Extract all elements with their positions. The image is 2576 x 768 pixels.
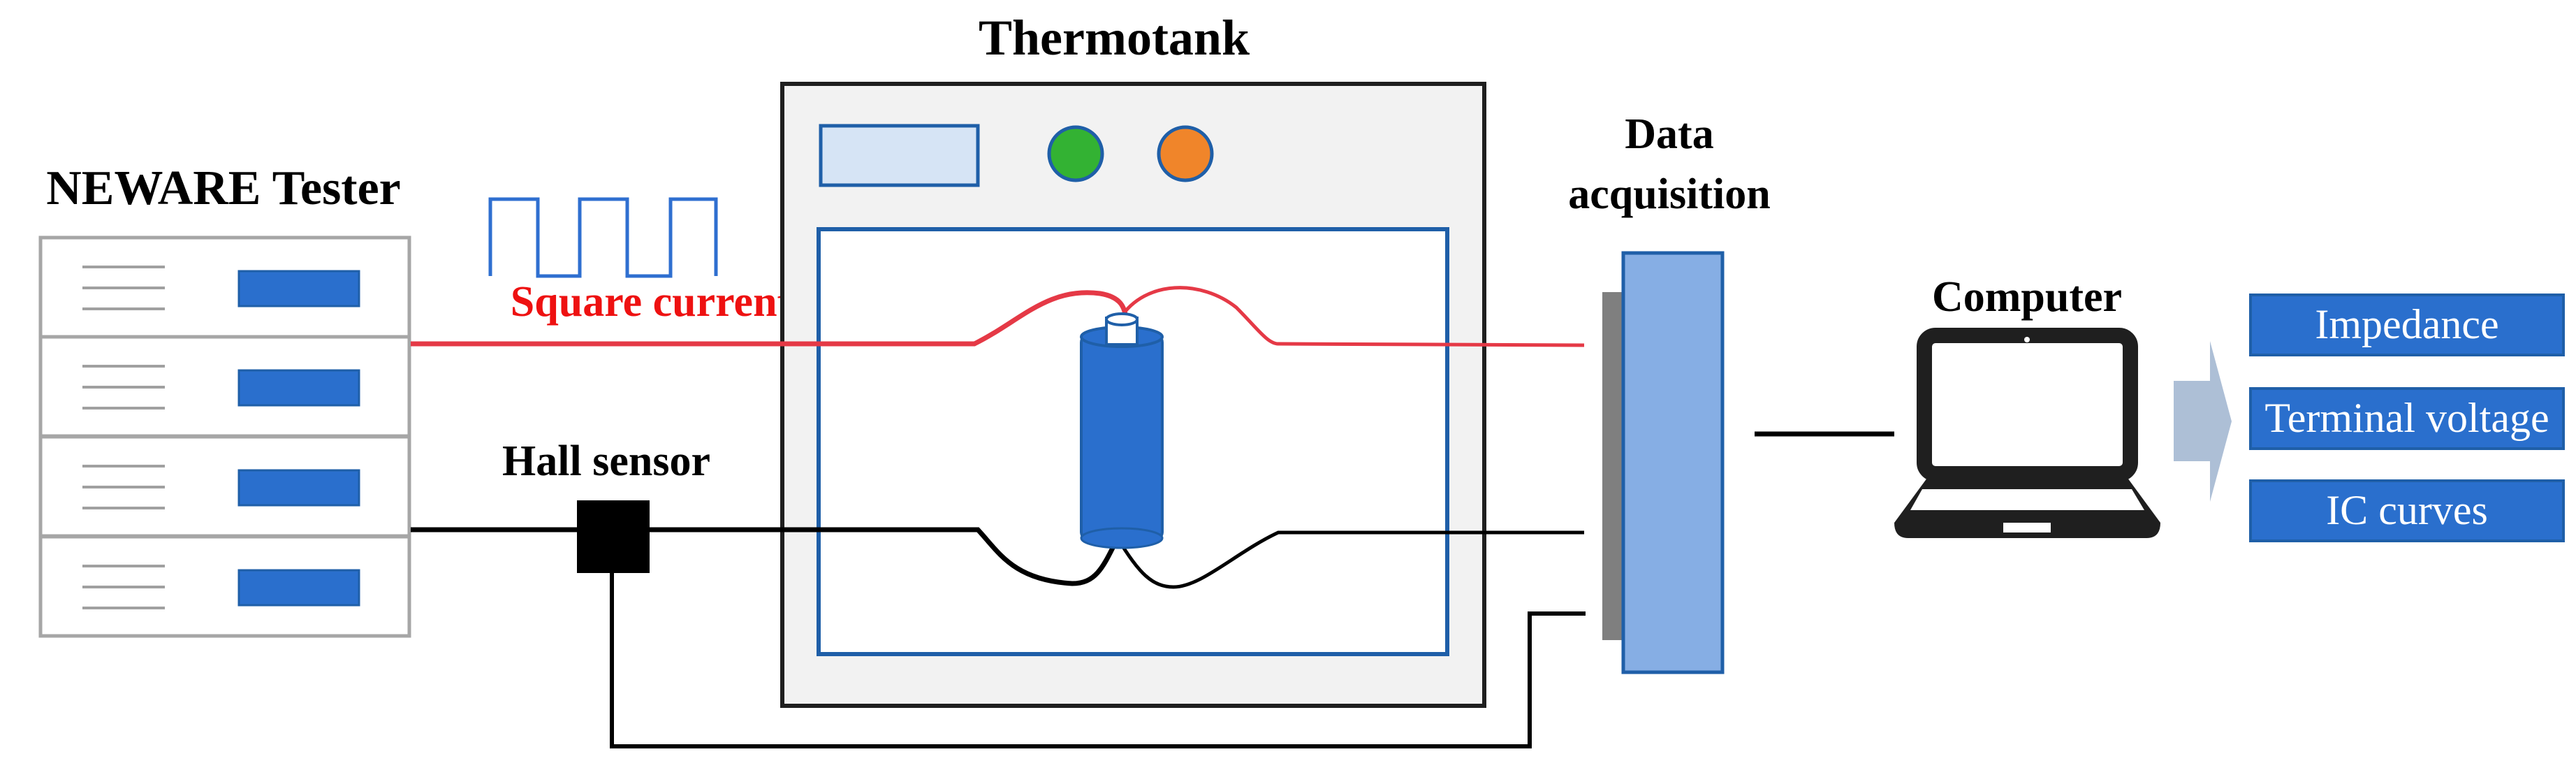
tester-channel — [38, 236, 411, 339]
battery-body — [1080, 333, 1164, 542]
voltage-sense-wire — [1115, 530, 1584, 589]
neware-tester — [38, 236, 411, 638]
square-wave-icon — [488, 197, 718, 278]
output-label: Terminal voltage — [2264, 395, 2549, 441]
battery-terminal-cap — [1105, 312, 1139, 326]
current-wire-return — [1118, 286, 1585, 347]
hall-sensor-wire — [610, 572, 1586, 748]
output-box — [2249, 387, 2565, 450]
output-box — [2249, 294, 2565, 356]
battery-cell — [1080, 312, 1164, 549]
hall-sensor — [577, 500, 650, 573]
tester-channel — [38, 435, 411, 538]
output-item: Terminal voltage — [2249, 387, 2565, 450]
thermotank-label: Thermotank — [979, 10, 1250, 66]
neware-tester-label: NEWARE Tester — [46, 161, 401, 215]
orange-indicator-icon — [1157, 125, 1214, 182]
output-label: IC curves — [2326, 487, 2488, 533]
output-arrow-icon — [2174, 341, 2232, 502]
data-acquisition-label-line2: acquisition — [1568, 171, 1770, 218]
data-acquisition-unit — [1621, 251, 1725, 674]
control-panel-display — [819, 124, 980, 187]
channel-indicator — [237, 569, 360, 607]
square-current-label: Square current — [511, 278, 792, 326]
output-label: Impedance — [2315, 301, 2498, 347]
hall-sensor-label: Hall sensor — [502, 437, 710, 485]
current-return-wire — [411, 527, 1120, 586]
battery-bottom — [1080, 527, 1164, 549]
output-box — [2249, 479, 2565, 542]
channel-indicator — [237, 270, 360, 307]
output-item: Impedance — [2249, 294, 2565, 356]
data-acquisition-label-line1: Data — [1625, 110, 1713, 158]
tester-channel — [38, 535, 411, 638]
tester-channels — [38, 236, 411, 638]
output-item: IC curves — [2249, 479, 2565, 542]
channel-indicator — [237, 469, 360, 507]
computer-label: Computer — [1932, 273, 2122, 321]
channel-indicator — [237, 369, 360, 407]
laptop-icon — [1894, 328, 2160, 538]
green-indicator-icon — [1047, 125, 1104, 182]
current-wire — [411, 290, 1129, 347]
tester-channel — [38, 335, 411, 438]
daq-back-panel — [1602, 292, 1623, 640]
